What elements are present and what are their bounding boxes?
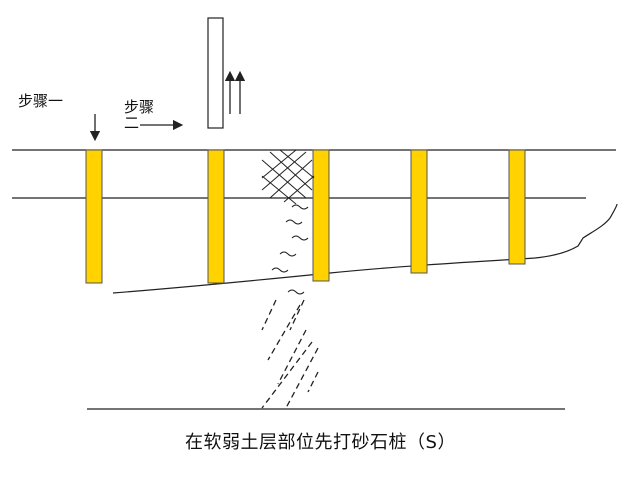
pile-4	[410, 149, 428, 274]
double-arrow-up-icon	[224, 70, 246, 114]
diagram-caption: 在软弱土层部位先打砂石桩（S）	[185, 432, 456, 453]
casing-pipe	[207, 17, 224, 129]
pile-5	[508, 149, 526, 265]
step1-label: 步骤一	[18, 92, 64, 110]
pile-1	[85, 149, 103, 284]
soft-layer-boundary-curve	[112, 203, 618, 294]
pile-3	[312, 149, 330, 282]
sand-column-dashes	[261, 299, 319, 409]
sand-gravel-wave-marks	[271, 204, 309, 295]
step2-label: 步骤	[124, 98, 155, 116]
step2-suffix: 二	[124, 114, 140, 132]
disturbed-zone-hatch	[261, 149, 315, 205]
pile-2	[207, 149, 225, 284]
